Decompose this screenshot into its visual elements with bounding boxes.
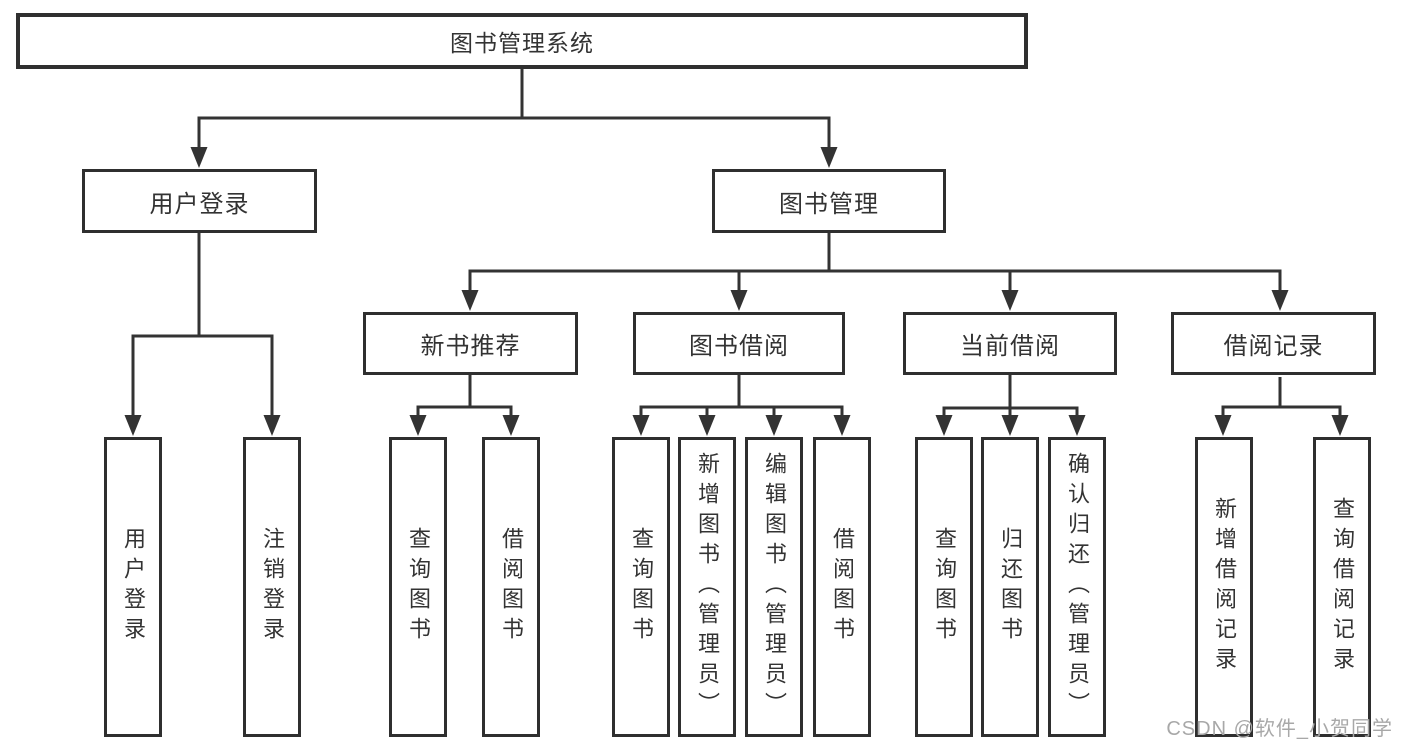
node-label: 借阅图书 bbox=[499, 527, 524, 647]
leaf-query-borrow-record: 查询借阅记录 bbox=[1313, 437, 1371, 737]
leaf-logout: 注销登录 bbox=[243, 437, 301, 737]
leaf-borrow-book-recommend: 借阅图书 bbox=[482, 437, 540, 737]
leaf-query-book-recommend: 查询图书 bbox=[389, 437, 447, 737]
node-borrow-records: 借阅记录 bbox=[1171, 312, 1376, 375]
node-new-book-recommend: 新书推荐 bbox=[363, 312, 578, 375]
connector-new-book-recommend-to-leaves bbox=[409, 375, 520, 436]
connector-current-borrow-to-leaves bbox=[935, 375, 1086, 436]
leaf-edit-book-admin: 编辑图书（管理员） bbox=[745, 437, 803, 737]
node-label: 借阅图书 bbox=[830, 527, 855, 647]
node-book-borrow: 图书借阅 bbox=[633, 312, 845, 375]
node-label: 当前借阅 bbox=[960, 333, 1060, 360]
node-label: 用户登录 bbox=[121, 527, 146, 647]
connector-borrow-records-to-leaves bbox=[1214, 377, 1349, 436]
csdn-watermark: CSDN @软件_小贺同学 bbox=[1166, 718, 1393, 740]
node-label: 图书管理系统 bbox=[450, 30, 594, 56]
node-root-library-system: 图书管理系统 bbox=[16, 13, 1028, 69]
leaf-confirm-return-admin: 确认归还（管理员） bbox=[1048, 437, 1106, 737]
connector-book-management-to-level3 bbox=[461, 233, 1289, 311]
node-label: 编辑图书（管理员） bbox=[762, 452, 787, 722]
node-current-borrow: 当前借阅 bbox=[903, 312, 1117, 375]
node-label: 新增借阅记录 bbox=[1212, 497, 1237, 677]
node-label: 注销登录 bbox=[260, 527, 285, 647]
node-label: 用户登录 bbox=[149, 190, 250, 218]
leaf-query-book-borrow: 查询图书 bbox=[612, 437, 670, 737]
connector-book-borrow-to-leaves bbox=[632, 375, 851, 436]
leaf-return-book: 归还图书 bbox=[981, 437, 1039, 737]
node-label: 归还图书 bbox=[998, 527, 1023, 647]
connector-user-login-to-leaves bbox=[124, 233, 281, 436]
connector-root-to-level2 bbox=[190, 69, 838, 168]
node-label: 查询借阅记录 bbox=[1330, 497, 1355, 677]
node-label: 图书管理 bbox=[779, 190, 879, 218]
leaf-user-login: 用户登录 bbox=[104, 437, 162, 737]
node-label: 图书借阅 bbox=[689, 333, 789, 360]
node-label: 查询图书 bbox=[406, 527, 431, 647]
node-label: 借阅记录 bbox=[1223, 333, 1324, 360]
leaf-add-borrow-record: 新增借阅记录 bbox=[1195, 437, 1253, 737]
leaf-query-book-current: 查询图书 bbox=[915, 437, 973, 737]
node-label: 新增图书（管理员） bbox=[695, 452, 720, 722]
node-label: 新书推荐 bbox=[420, 333, 521, 360]
node-label: 查询图书 bbox=[932, 527, 957, 647]
node-book-management: 图书管理 bbox=[712, 169, 946, 233]
leaf-add-book-admin: 新增图书（管理员） bbox=[678, 437, 736, 737]
node-label: 确认归还（管理员） bbox=[1065, 452, 1090, 722]
node-label: 查询图书 bbox=[629, 527, 654, 647]
leaf-borrow-book: 借阅图书 bbox=[813, 437, 871, 737]
node-user-login: 用户登录 bbox=[82, 169, 317, 233]
